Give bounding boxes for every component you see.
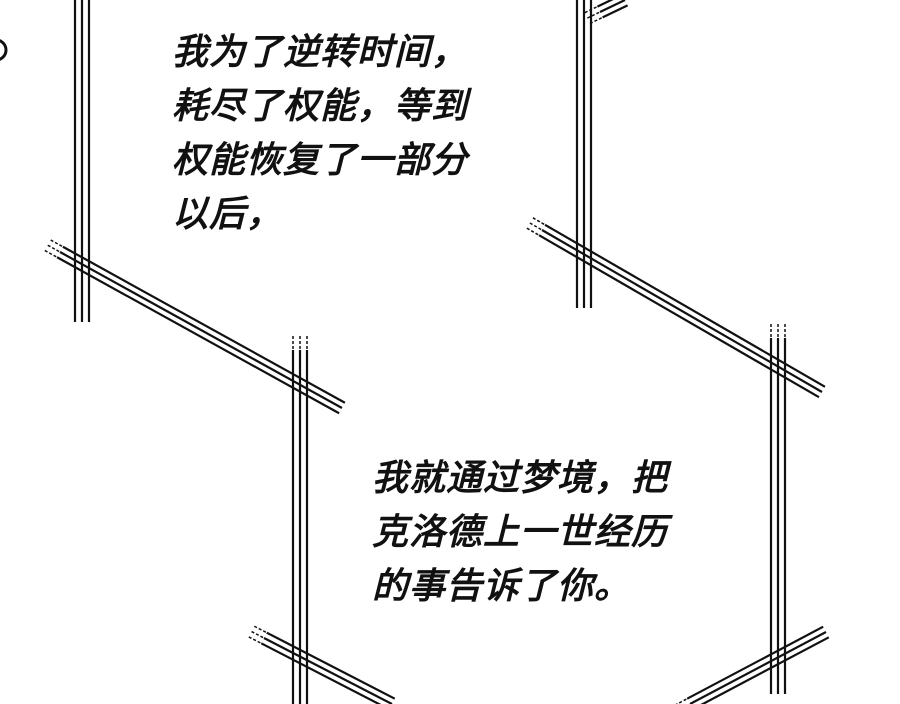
diagonal-border-bottom-right <box>700 636 830 704</box>
diagonal-border-bottom-right-dash <box>675 698 688 704</box>
diagonal-border-top-dash <box>589 16 603 25</box>
caption-line: 我为了逆转时间， <box>172 32 469 73</box>
caption-line: 权能恢复了一部分 <box>172 140 469 181</box>
caption-line: 克洛德上一世经历 <box>372 512 669 553</box>
diagonal-border-left-dash <box>50 239 64 248</box>
diagonal-border-top-dash <box>584 5 598 14</box>
narration-caption-1: 我为了逆转时间， 耗尽了权能，等到 权能恢复了一部分 以后， <box>172 26 468 242</box>
speech-bubble-edge <box>0 39 8 61</box>
diagonal-border-top <box>596 0 614 8</box>
caption-line: 耗尽了权能，等到 <box>172 86 469 127</box>
diagonal-border-right-dash <box>532 217 546 226</box>
diagonal-border-left-dash <box>44 249 58 258</box>
diagonal-border-right <box>541 229 823 393</box>
caption-line: 的事告诉了你。 <box>372 566 632 607</box>
narration-caption-2: 我就通过梦境，把 克洛德上一世经历 的事告诉了你。 <box>372 452 668 614</box>
diagonal-border-bottom-left <box>263 637 393 704</box>
diagonal-border-bottom-right <box>686 625 824 700</box>
diagonal-border-left <box>62 245 346 404</box>
diagonal-border-left <box>59 251 343 409</box>
diagonal-border-right-dash <box>526 227 540 236</box>
diagonal-border-right <box>544 223 826 388</box>
caption-line: 我就通过梦境，把 <box>372 458 669 499</box>
diagonal-border-right <box>538 234 820 399</box>
diagonal-border-top <box>602 4 629 19</box>
diagonal-border-left-dash <box>47 244 61 253</box>
diagonal-border-left <box>56 256 340 415</box>
diagonal-border-bottom-left-dash <box>253 625 268 634</box>
diagonal-border-bottom-right <box>689 631 827 704</box>
diagonal-border-top-dash <box>587 11 601 19</box>
diagonal-border-bottom-left <box>260 642 382 704</box>
diagonal-border-bottom-left-dash <box>251 630 265 639</box>
diagonal-border-top <box>599 0 626 13</box>
caption-line: 以后， <box>172 194 284 235</box>
diagonal-border-bottom-left-dash <box>248 636 262 644</box>
diagonal-border-right-dash <box>529 222 543 231</box>
diagonal-border-bottom-left <box>266 631 396 700</box>
